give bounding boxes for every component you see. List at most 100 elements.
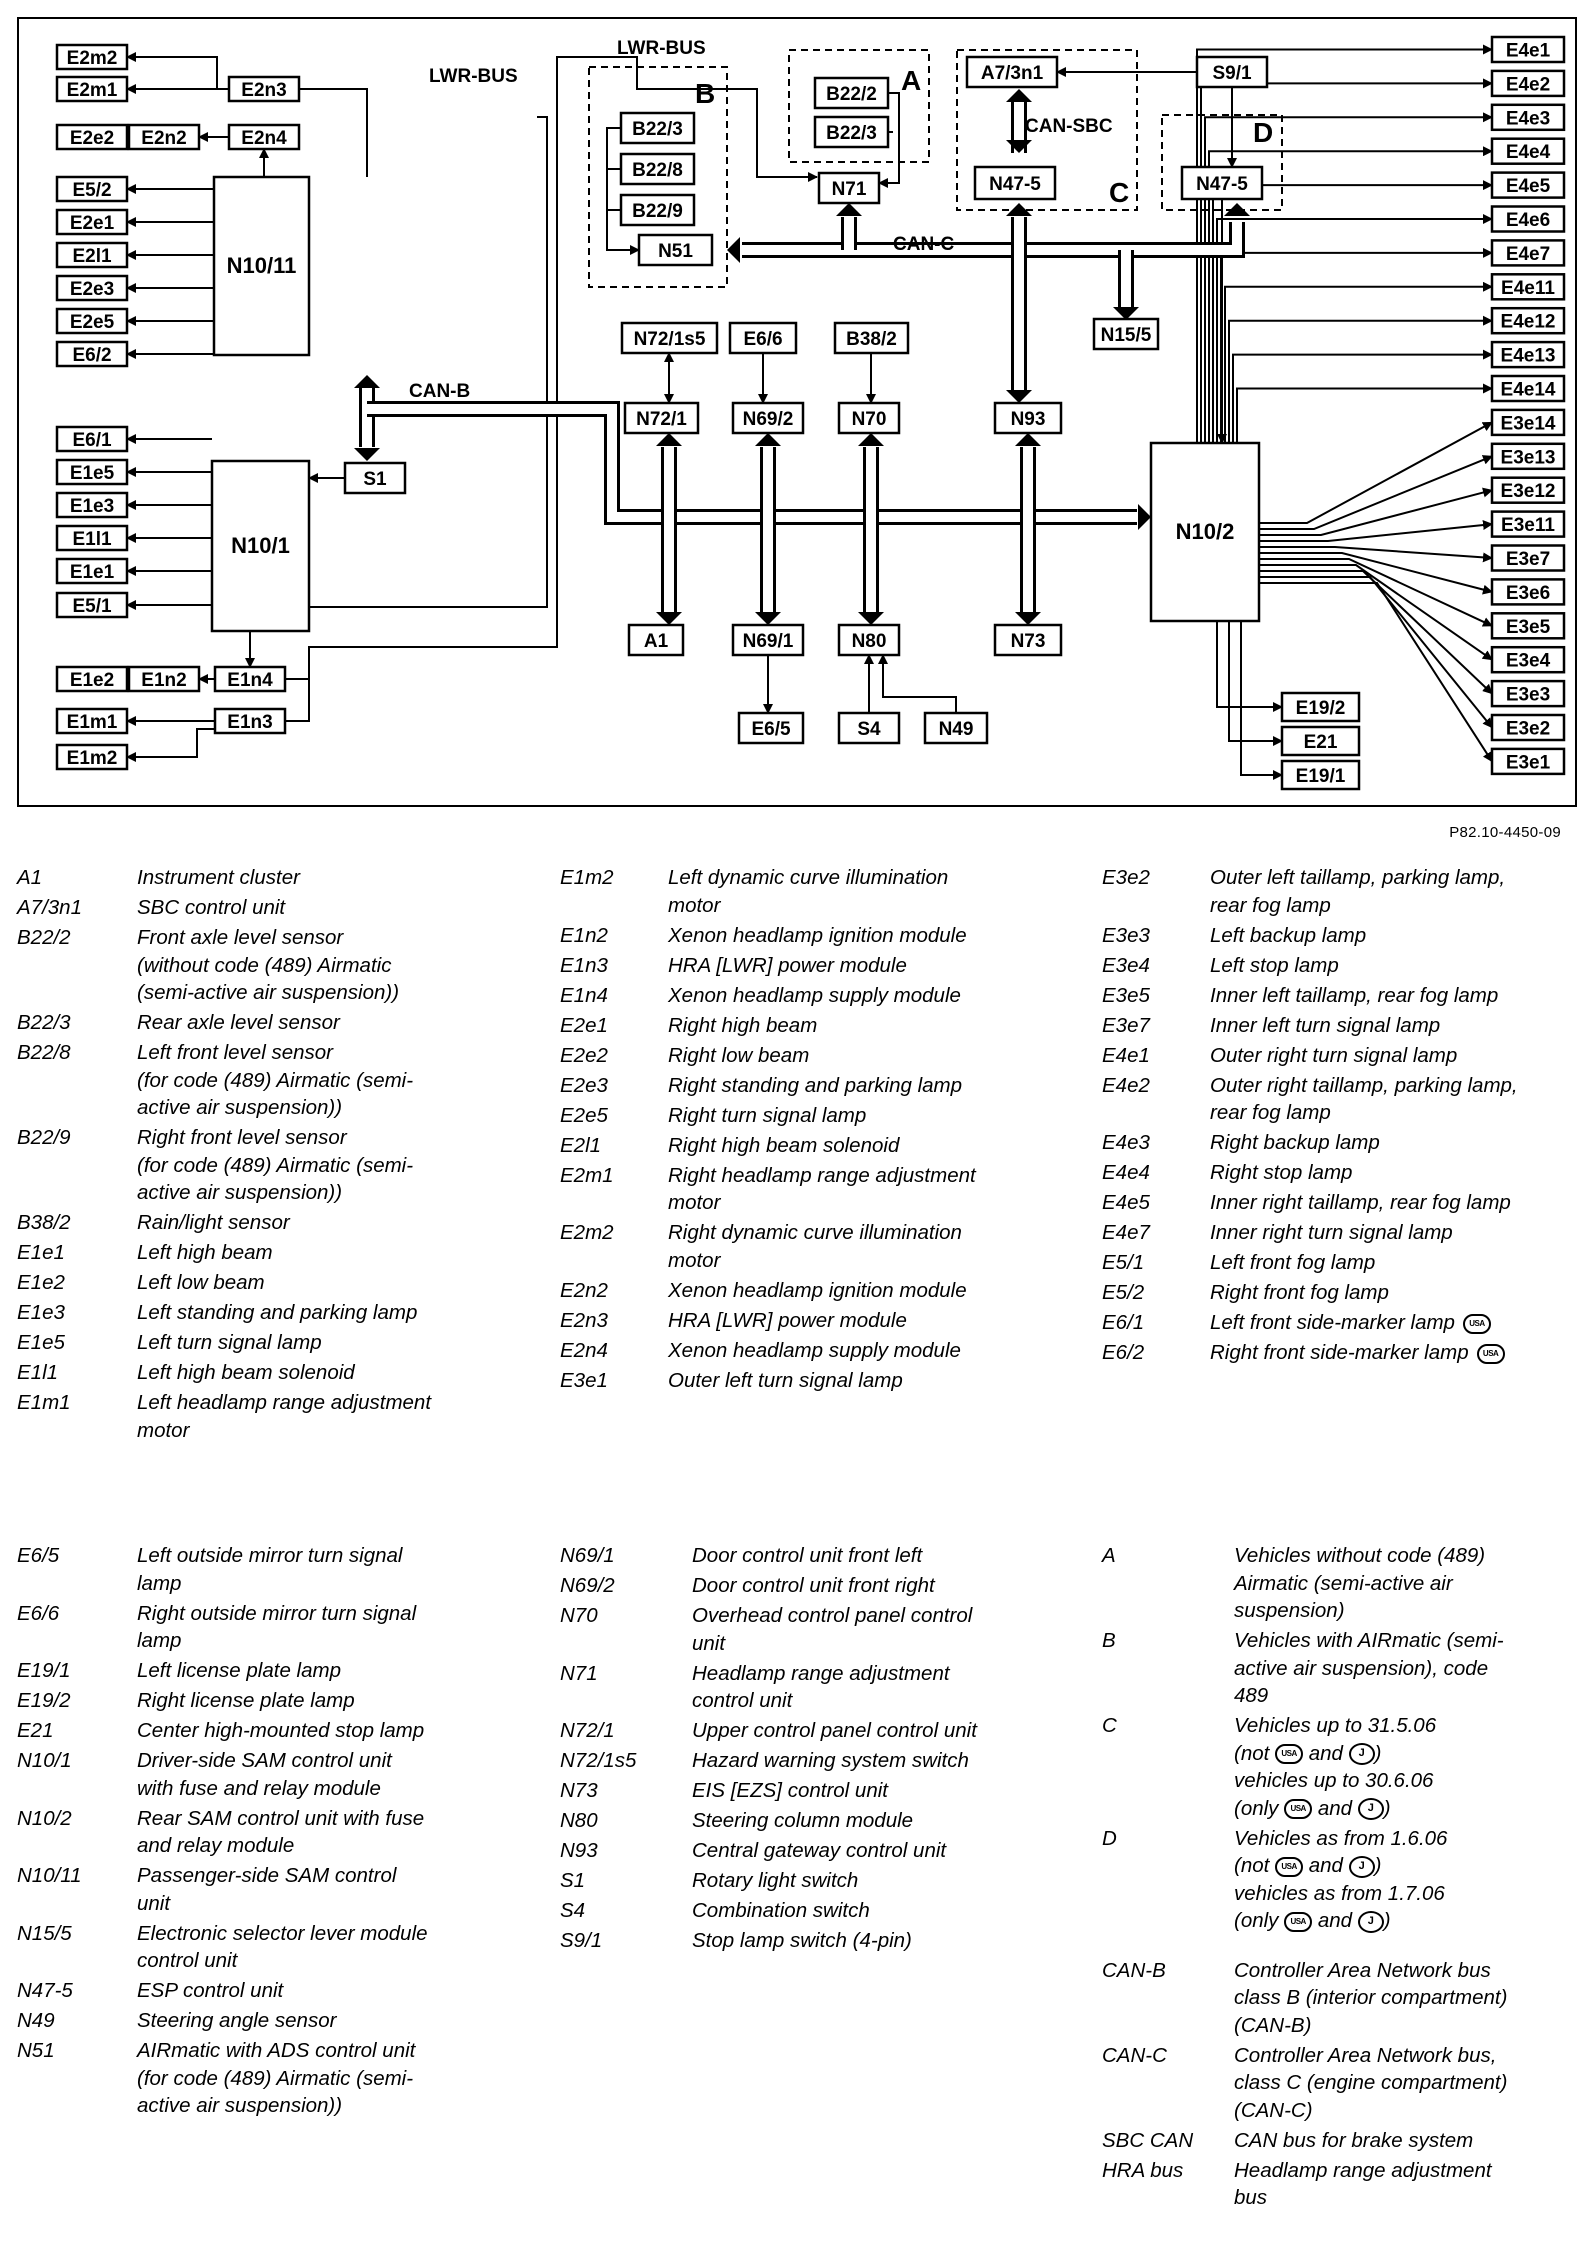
- component-box: [1092, 317, 1160, 351]
- component-box: [993, 401, 1063, 435]
- legend-description: Right turn signal lamp: [668, 1103, 867, 1127]
- lwr-bus-label: LWR-BUS: [429, 66, 518, 87]
- legend-description: Vehicles with AIRmatic (semi- active air…: [1234, 1629, 1504, 1707]
- component-a1: A1: [627, 623, 685, 657]
- legend-description: Electronic selector lever module control…: [137, 1921, 428, 1973]
- legend-description: Xenon headlamp ignition module: [668, 1278, 967, 1302]
- component-e4e11: E4e11: [1490, 273, 1566, 301]
- component-e6-5: E6/5: [737, 711, 805, 745]
- bus-fill: [742, 222, 1242, 255]
- component-label: E3e3: [1506, 685, 1550, 706]
- component-label: N51: [658, 241, 693, 262]
- component-label: N93: [1011, 409, 1046, 430]
- legend-code: E2e3: [560, 1073, 608, 1097]
- component-e3e3: E3e3: [1490, 679, 1566, 708]
- component-label: N47-5: [989, 174, 1041, 195]
- legend-code: E3e3: [1102, 923, 1150, 947]
- group-a-label: A: [901, 65, 921, 96]
- component-label: E3e7: [1506, 549, 1550, 570]
- legend-description: Rain/light sensor: [137, 1211, 290, 1234]
- legend-description: Left high beam: [137, 1241, 273, 1264]
- component-label: E1l1: [72, 529, 112, 550]
- component-label: E6/6: [743, 329, 782, 350]
- component-box: [817, 171, 881, 205]
- component-label: N69/2: [743, 409, 794, 430]
- legend-code: N80: [560, 1809, 598, 1832]
- component-label: N15/5: [1101, 325, 1152, 346]
- component-label: B22/2: [826, 84, 877, 105]
- legend-code: E6/1: [1102, 1311, 1145, 1334]
- component-label: E1e1: [70, 562, 115, 583]
- component-label: E4e3: [1506, 108, 1550, 129]
- component-e3e5: E3e5: [1490, 612, 1566, 640]
- legend-description: Inner right turn signal lamp: [1210, 1221, 1453, 1244]
- bus-arrowhead: [755, 433, 781, 446]
- legend-code: B38/2: [17, 1211, 71, 1234]
- signal-wire: [126, 52, 218, 89]
- component-n72-1s5: N72/1s5: [620, 321, 719, 355]
- component-box: [1490, 171, 1566, 199]
- component-box: [55, 458, 129, 486]
- component-e2e3: E2e3: [55, 274, 129, 302]
- component-e1m1: E1m1: [55, 707, 129, 735]
- component-s1: S1: [343, 461, 407, 495]
- legend-code: C: [1102, 1714, 1117, 1737]
- component-box: [1195, 55, 1269, 89]
- component-box: [1490, 510, 1566, 538]
- component-n69-1: N69/1: [731, 623, 805, 657]
- component-box: [1280, 691, 1361, 723]
- legend-code: E5/2: [1102, 1281, 1145, 1304]
- component-label: E1m2: [67, 748, 118, 769]
- component-b22-3a: B22/3: [813, 115, 890, 149]
- component-box: [1280, 759, 1361, 791]
- legend-description: Overhead control panel control unit: [692, 1604, 973, 1655]
- component-box: [993, 623, 1063, 657]
- component-e6-6: E6/6: [728, 321, 798, 355]
- component-box: [227, 75, 301, 103]
- component-label: E4e1: [1506, 41, 1551, 62]
- legend-description: Outer right turn signal lamp: [1210, 1043, 1458, 1067]
- legend-description: Center high-mounted stop lamp: [137, 1719, 425, 1742]
- component-e3e14: E3e14: [1490, 408, 1566, 437]
- component-box: [213, 707, 287, 735]
- legend-description: Right high beam solenoid: [668, 1133, 900, 1157]
- component-label: N10/1: [231, 533, 290, 558]
- legend-code: E4e1: [1102, 1043, 1150, 1067]
- component-n10-11: N10/11: [212, 175, 311, 357]
- japan-symbol-icon: J: [1357, 1910, 1384, 1933]
- legend-code: E4e3: [1102, 1131, 1150, 1154]
- usa-symbol-icon: USA: [1284, 1911, 1313, 1932]
- component-box: [1490, 137, 1566, 165]
- legend-code: N73: [560, 1779, 598, 1802]
- legend-description: Right outside mirror turn signal lamp: [137, 1601, 417, 1653]
- component-label: E2n2: [141, 128, 186, 149]
- component-box: [55, 274, 129, 302]
- component-box: [55, 43, 129, 71]
- legend-description: Door control unit front right: [692, 1574, 935, 1597]
- signal-wire: [1259, 487, 1493, 536]
- legend-description: Vehicles up to 31.5.06(not USA and J)veh…: [1234, 1714, 1437, 1821]
- component-box: [731, 623, 805, 657]
- legend-code: N51: [17, 2039, 55, 2062]
- legend-code: E2m2: [560, 1221, 614, 1244]
- component-label: E3e6: [1506, 583, 1550, 604]
